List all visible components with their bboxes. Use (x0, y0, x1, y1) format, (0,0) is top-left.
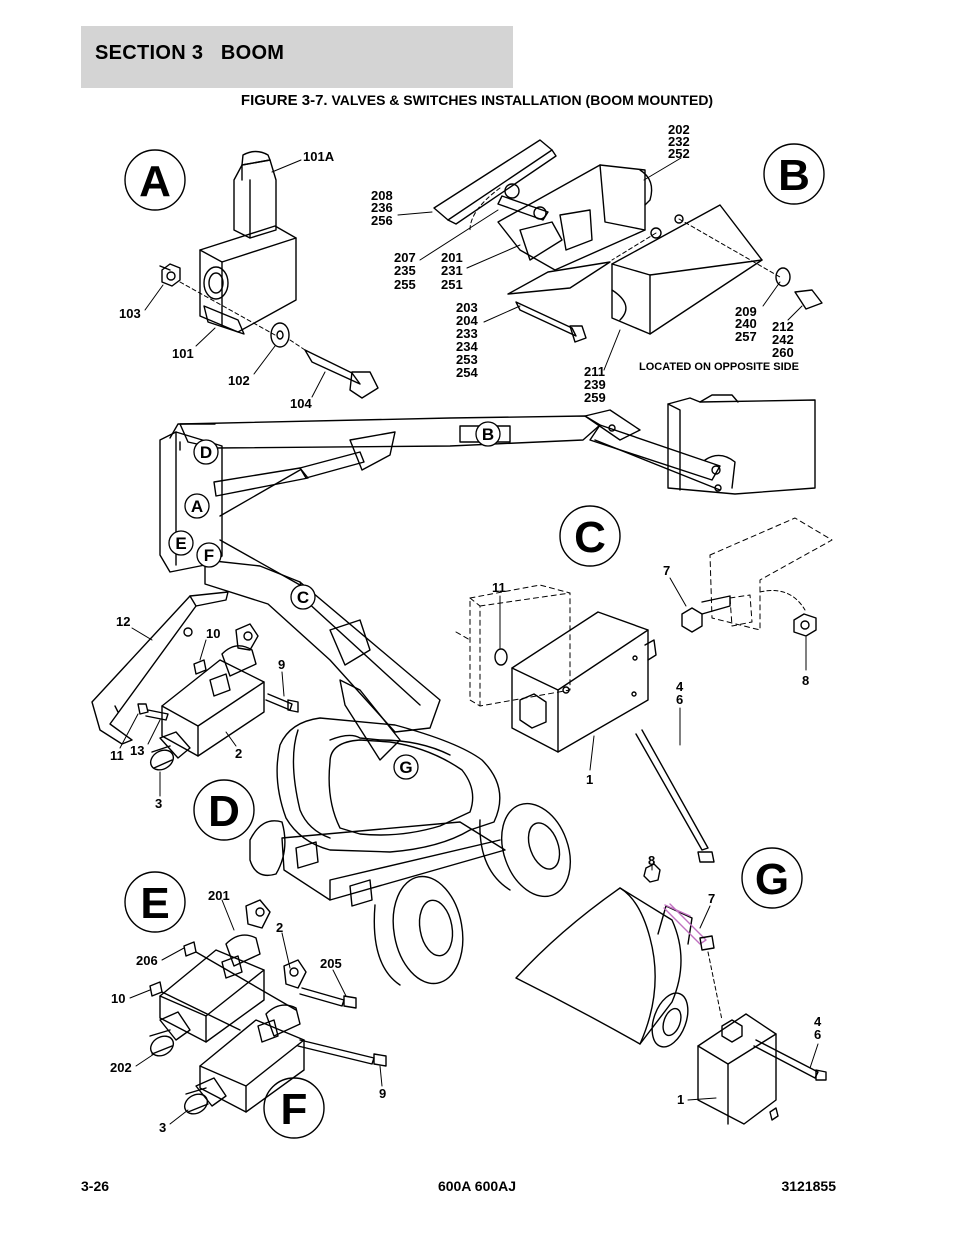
callout-8: 8 (802, 673, 809, 688)
figure-number: FIGURE 3-7. (240, 92, 328, 109)
callout-202: 202 (110, 1060, 132, 1075)
callout-1: 1 (586, 772, 593, 787)
callout-1: 1 (677, 1092, 684, 1107)
detail-letter-g: G (755, 855, 789, 904)
callout-6: 6 (676, 692, 683, 707)
callout-255: 255 (394, 277, 416, 292)
detail-view-letters: A B C D E F G (139, 151, 810, 1134)
marker-f: F (204, 546, 214, 565)
detail-letter-f: F (281, 1085, 308, 1134)
detail-letter-d: D (208, 787, 240, 836)
detail-letter-a: A (139, 157, 171, 206)
callout-201: 201 (441, 250, 463, 265)
callout-7: 7 (663, 563, 670, 578)
footer-page-number: 3-26 (81, 1178, 110, 1194)
callout-242: 242 (772, 332, 794, 347)
callout-206: 206 (136, 953, 158, 968)
figure-title: VALVES & SWITCHES INSTALLATION (BOOM MOU… (331, 92, 714, 108)
callout-236: 236 (371, 200, 393, 215)
callout-259: 259 (584, 390, 606, 405)
marker-d: D (200, 443, 212, 462)
marker-g: G (399, 758, 412, 777)
callout-235: 235 (394, 263, 416, 278)
figure-caption: FIGURE 3-7. VALVES & SWITCHES INSTALLATI… (0, 92, 954, 109)
detail-c-callouts: 11 7 8 4 6 1 (492, 563, 809, 787)
callout-4: 4 (676, 679, 684, 694)
detail-g-drawing (515, 847, 827, 1125)
callout-203: 203 (456, 300, 478, 315)
callout-251: 251 (441, 277, 463, 292)
callout-4: 4 (814, 1014, 822, 1029)
callout-101a: 101A (303, 149, 335, 164)
machine-drawing (159, 394, 816, 986)
marker-e: E (175, 534, 186, 553)
detail-letter-b: B (778, 151, 810, 200)
callout-252: 252 (668, 146, 690, 161)
callout-13: 13 (130, 743, 144, 758)
detail-ef-drawing (124, 871, 387, 1139)
opposite-side-note: LOCATED ON OPPOSITE SIDE (639, 361, 799, 373)
callout-12: 12 (116, 614, 130, 629)
callout-8: 8 (648, 853, 655, 868)
callout-207: 207 (394, 250, 416, 265)
section-tab (81, 26, 513, 88)
callout-102: 102 (228, 373, 250, 388)
marker-b: B (482, 425, 494, 444)
detail-ef-callouts: 201 2 206 205 10 202 9 3 (110, 888, 386, 1135)
callout-234: 234 (456, 339, 478, 354)
callout-256: 256 (371, 213, 393, 228)
marker-a: A (191, 497, 203, 516)
detail-a-drawing (124, 149, 379, 399)
detail-b-callouts: 202 232 252 208 236 256 207 235 255 201 … (371, 122, 799, 405)
marker-c: C (297, 588, 309, 607)
detail-letter-c: C (574, 513, 606, 562)
detail-d-drawing (91, 591, 299, 841)
callout-253: 253 (456, 352, 478, 367)
footer-part-number: 3121855 (781, 1178, 836, 1194)
callout-257: 257 (735, 329, 757, 344)
callout-103: 103 (119, 306, 141, 321)
detail-letter-e: E (140, 879, 169, 928)
callout-208: 208 (371, 188, 393, 203)
callout-231: 231 (441, 263, 463, 278)
detail-c-drawing (455, 505, 833, 863)
detail-d-callouts: 12 10 9 11 13 2 3 (110, 614, 285, 811)
callout-7: 7 (708, 891, 715, 906)
callout-239: 239 (584, 377, 606, 392)
callout-10: 10 (111, 991, 125, 1006)
callout-232: 232 (668, 134, 690, 149)
callout-209: 209 (735, 304, 757, 319)
section-title: SECTION 3 BOOM (95, 42, 285, 64)
callout-233: 233 (456, 326, 478, 341)
callout-212: 212 (772, 319, 794, 334)
detail-b-drawing (397, 139, 825, 371)
callout-6: 6 (814, 1027, 821, 1042)
callout-101: 101 (172, 346, 194, 361)
detail-g-callouts: 8 7 4 6 1 (648, 853, 822, 1107)
callout-2: 2 (276, 920, 283, 935)
callout-201: 201 (208, 888, 230, 903)
callout-3: 3 (155, 796, 162, 811)
callout-104: 104 (290, 396, 312, 411)
callout-3: 3 (159, 1120, 166, 1135)
callout-9: 9 (278, 657, 285, 672)
callout-9: 9 (379, 1086, 386, 1101)
callout-204: 204 (456, 313, 478, 328)
callout-211: 211 (584, 364, 605, 379)
callout-205: 205 (320, 956, 342, 971)
footer-model: 600A 600AJ (437, 1178, 517, 1194)
callout-11: 11 (110, 748, 124, 763)
callout-10: 10 (206, 626, 220, 641)
callout-11: 11 (492, 580, 506, 595)
detail-a-callouts: 101A 103 101 102 104 (119, 149, 335, 411)
callout-254: 254 (456, 365, 478, 380)
machine-location-markers: D A E F C B G (168, 421, 501, 780)
callout-240: 240 (735, 316, 757, 331)
callout-202: 202 (668, 122, 690, 137)
callout-260: 260 (772, 345, 794, 360)
callout-2: 2 (235, 746, 242, 761)
